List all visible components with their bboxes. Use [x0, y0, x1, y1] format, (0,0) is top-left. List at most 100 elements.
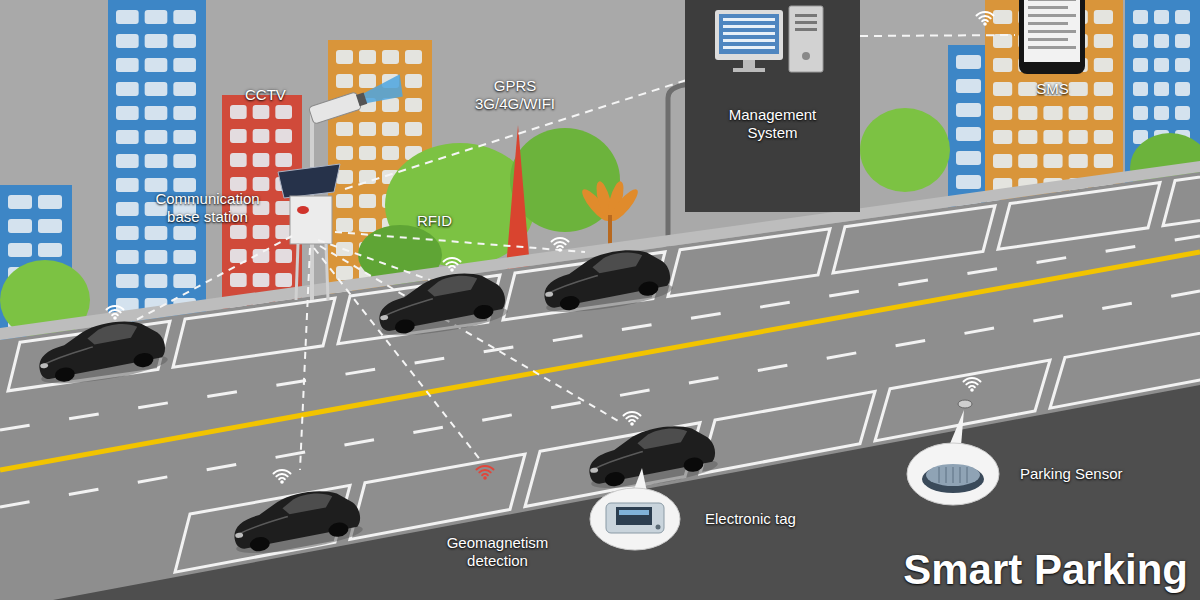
building-window	[1133, 34, 1148, 48]
base-station: Communication base station	[140, 150, 345, 306]
building-window	[38, 195, 62, 209]
building-window	[336, 50, 353, 64]
building-window	[145, 34, 168, 48]
building-window	[405, 74, 422, 88]
building-window	[1133, 82, 1148, 96]
building-window	[1018, 106, 1037, 120]
car-wheel	[394, 318, 416, 335]
building-window	[336, 122, 353, 136]
building-window	[1069, 106, 1088, 120]
building-window	[145, 274, 168, 288]
message-row	[1028, 0, 1076, 1]
building-window	[1154, 10, 1169, 24]
building-window	[116, 130, 139, 144]
wifi-symbol	[274, 470, 291, 484]
building-window	[1069, 130, 1088, 144]
tower-button	[802, 52, 810, 60]
wifi-arc	[479, 470, 490, 472]
callout-circle	[590, 488, 680, 550]
wifi-symbol	[624, 412, 641, 426]
camera-body	[308, 92, 361, 125]
car-body	[374, 267, 507, 332]
wifi-arc	[977, 12, 994, 16]
signal-line	[318, 240, 430, 280]
station-logo	[297, 206, 309, 214]
car-hood-line	[546, 275, 599, 293]
building-window	[145, 10, 168, 24]
phone-node: SMS	[1015, 0, 1090, 100]
sensor-base	[922, 465, 984, 493]
building-window	[275, 153, 292, 167]
car	[539, 243, 674, 317]
building-window	[145, 106, 168, 120]
wifi-arc	[554, 242, 565, 244]
building-window	[38, 243, 62, 257]
sensor-grid	[967, 467, 968, 483]
wifi-arc	[482, 474, 488, 475]
building-window	[993, 130, 1012, 144]
building-window	[145, 226, 168, 240]
building-window	[173, 274, 196, 288]
tower-slot	[795, 28, 817, 31]
building-window	[116, 250, 139, 264]
building-window	[1043, 154, 1062, 168]
car-headlight	[590, 467, 599, 473]
signal-line	[314, 248, 482, 462]
car-wheel	[133, 352, 155, 369]
building-window	[359, 122, 376, 136]
building-window	[116, 178, 139, 192]
link-label: GPRS 3G/4G/WIFI	[460, 77, 570, 113]
building-window	[173, 130, 196, 144]
car	[229, 484, 364, 558]
label-holder: RFID	[417, 212, 452, 230]
sensor-grid	[939, 467, 940, 483]
monitor-base	[733, 68, 765, 72]
building-window	[956, 127, 981, 141]
label-holder: Geomagnetism detection	[430, 534, 565, 570]
annotation-label: Geomagnetism detection	[430, 534, 565, 570]
station-leg	[296, 244, 298, 300]
car-hood-line	[41, 347, 94, 365]
building-window	[1069, 154, 1088, 168]
building-window	[1133, 58, 1148, 72]
building-window	[145, 250, 168, 264]
wifi-arc	[626, 416, 637, 418]
wifi-symbol	[964, 378, 981, 392]
building-window	[173, 226, 196, 240]
building-window	[993, 58, 1012, 72]
screen-row	[723, 32, 775, 35]
wifi-symbol	[977, 12, 994, 26]
building-window	[1094, 82, 1113, 96]
wifi-arc	[966, 382, 977, 384]
building-window	[116, 10, 139, 24]
sensor-grid	[946, 467, 947, 483]
node-icon	[905, 440, 1003, 508]
car-headlight	[545, 291, 554, 297]
tower-slot	[795, 21, 817, 24]
wifi-arc	[444, 258, 461, 262]
tag-device	[606, 503, 664, 533]
building-window	[8, 243, 32, 257]
building-window	[1175, 10, 1190, 24]
building-window	[1175, 34, 1190, 48]
tag-screen-glow	[619, 510, 649, 515]
wifi-arc	[964, 378, 981, 382]
wifi-arc	[969, 386, 975, 387]
building-window	[1154, 34, 1169, 48]
tag-callout: Electronic tag	[588, 485, 806, 553]
building-window	[253, 273, 270, 287]
car-wheel	[249, 536, 271, 553]
building-window	[230, 105, 247, 119]
car	[34, 315, 169, 389]
tower-slot	[795, 14, 817, 17]
wifi-symbol	[107, 306, 124, 320]
message-row	[1028, 6, 1068, 9]
node-label: Communication base station	[140, 190, 275, 226]
building-window	[253, 129, 270, 143]
building-window	[1069, 82, 1088, 96]
callout-circle	[907, 443, 999, 505]
building-window	[359, 74, 376, 88]
building-window	[173, 250, 196, 264]
building-window	[1154, 58, 1169, 72]
car-window	[591, 250, 644, 274]
